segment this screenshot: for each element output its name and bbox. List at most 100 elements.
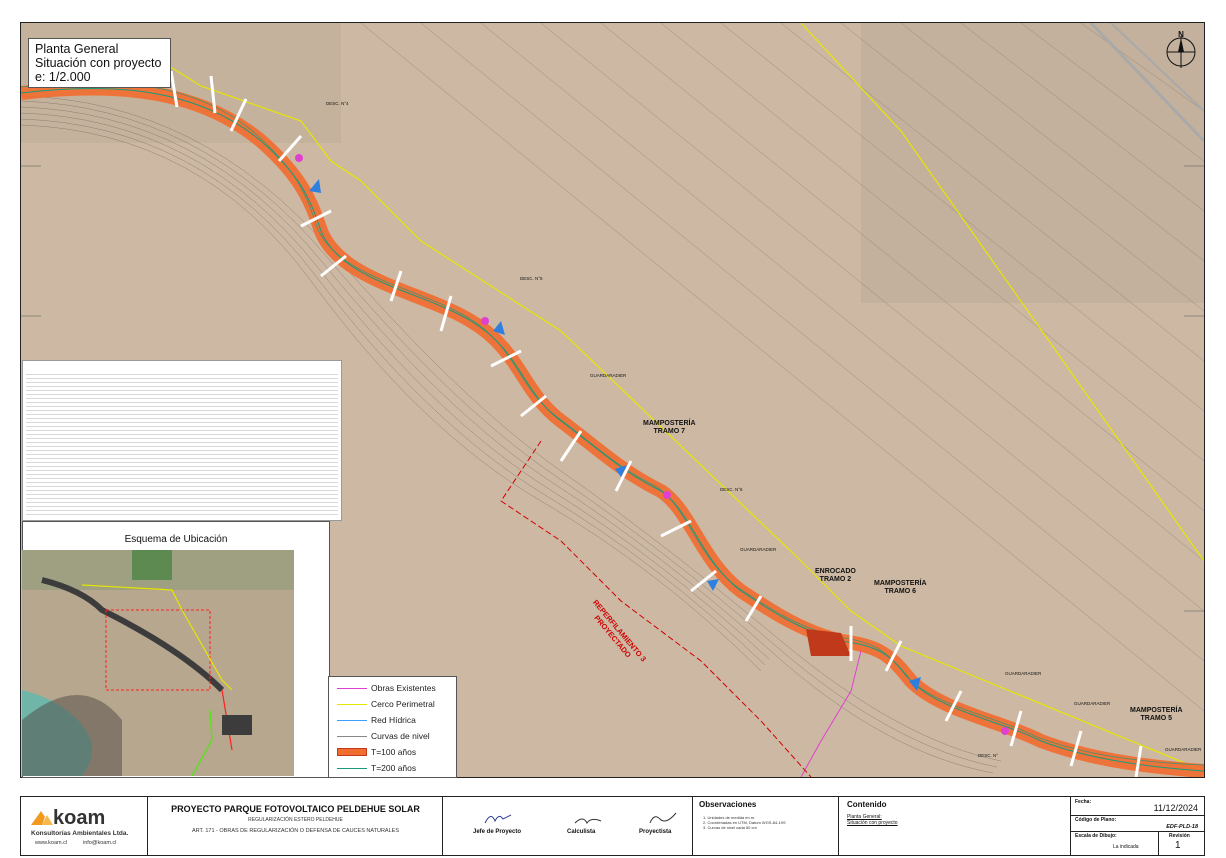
label-line: MAMPOSTERÍA [1130, 707, 1183, 714]
revision-value: 1 [1175, 840, 1181, 851]
code-value: EDF-PLD-18 [1166, 824, 1198, 830]
content-title: Contenido [847, 800, 887, 809]
company-subtitle: Konsultorías Ambientales Ltda. [31, 830, 129, 837]
signature-1-icon [484, 814, 512, 824]
label-desc-6: DESC. N°6 [720, 487, 743, 492]
plan-title-line: Planta General [35, 42, 119, 56]
content-cell: Contenido Planta General: Situación con … [839, 797, 1071, 855]
legend-item-contours: Curvas de nivel [337, 730, 430, 742]
code-label: Código de Plano: [1075, 817, 1117, 823]
legend-swatch [337, 748, 367, 756]
divider [1158, 831, 1159, 855]
fence-line-east [800, 23, 1204, 562]
label-guardaradier-2: GUARDARADIER [740, 547, 777, 552]
project-cell: PROYECTO PARQUE FOTOVOLTAICO PELDEHUE SO… [148, 797, 443, 855]
existing-works-points [295, 154, 1009, 735]
label-desc: DESC. N° [978, 753, 999, 758]
observation-line: 3. Curvas de nivel cada 50 cm [703, 825, 757, 830]
legend-label: Cerco Perimetral [371, 699, 435, 709]
legend-item-t200: T=200 años [337, 762, 416, 774]
observation-line: 2. Coordenadas en UTM, Datum WGS-84-19S [703, 820, 786, 825]
label-guardaradier-3: GUARDARADIER [1005, 671, 1042, 676]
signatures-cell: Jefe de Proyecto Calculista Proyectista [443, 797, 693, 855]
revision-label: Revisión [1169, 833, 1190, 839]
coordinates-table [22, 360, 342, 521]
label-mamposteria-7: MAMPOSTERÍA TRAMO 7 [643, 420, 696, 436]
company-web: www.koam.cl [35, 840, 68, 846]
label-guardaradier-4: GUARDARADIER [1074, 701, 1111, 706]
north-label: N [1178, 30, 1184, 39]
divider [1071, 831, 1204, 832]
company-logo-icon [31, 811, 53, 825]
label-line: TRAMO 5 [1140, 715, 1173, 722]
label-line: ENROCADO [815, 568, 856, 575]
signature-2-icon [574, 818, 602, 824]
content-line: Situación con proyecto [847, 820, 898, 826]
plan-title-line: Situación con proyecto [35, 56, 162, 70]
label-guardaradier-1: GUARDARADIER [590, 373, 627, 378]
label-line: MAMPOSTERÍA [643, 420, 696, 427]
date-value: 11/12/2024 [1153, 803, 1198, 813]
north-arrow-icon: N [1166, 30, 1196, 68]
divider [1071, 815, 1204, 816]
label-mamposteria-6: MAMPOSTERÍA TRAMO 6 [874, 580, 927, 596]
contour-bundle [21, 95, 1002, 774]
label-line: TRAMO 7 [653, 428, 686, 435]
role-designer: Proyectista [639, 829, 672, 835]
road [1089, 23, 1204, 143]
signature-3-icon [649, 812, 677, 824]
scale-label: Escala de Dibujo: [1075, 833, 1117, 839]
map-legend: Obras Existentes Cerco Perimetral Red Hí… [328, 676, 457, 778]
observation-line: 1. Unidades de medida en m. [703, 815, 756, 820]
terrain-patch [861, 23, 1204, 303]
label-guardaradier-5: GUARDARADIER [1165, 747, 1202, 752]
legend-label: T=200 años [371, 763, 417, 773]
legend-swatch [337, 700, 367, 708]
legend-swatch [337, 684, 367, 692]
legend-label: Obras Existentes [371, 683, 436, 693]
label-line: MAMPOSTERÍA [874, 580, 927, 587]
section-marks [169, 70, 1143, 777]
role-calculist: Calculista [567, 829, 596, 835]
project-title: PROYECTO PARQUE FOTOVOLTAICO PELDEHUE SO… [171, 804, 420, 814]
scale-value: La indicada [1113, 844, 1139, 850]
legend-item-existing-works: Obras Existentes [337, 682, 436, 694]
metadata-cell: Fecha: 11/12/2024 Código de Plano: EDF-P… [1071, 797, 1204, 855]
grid-ticks [21, 165, 1204, 612]
coordinates-table-rows [26, 371, 338, 517]
project-article: ART. 171 - OBRAS DE REGULARIZACIÓN O DEF… [191, 828, 399, 834]
legend-swatch [337, 732, 367, 740]
road [1110, 23, 1204, 112]
company-mail: info@koam.cl [83, 840, 117, 846]
label-desc-5: DESC. N°5 [520, 276, 543, 281]
legend-item-fence: Cerco Perimetral [337, 698, 435, 710]
company-cell: koam Konsultorías Ambientales Ltda. www.… [21, 797, 148, 855]
hydro-arrows [309, 179, 921, 691]
legend-label: T=100 años [371, 747, 417, 757]
location-sketch-map [22, 550, 294, 776]
legend-swatch [337, 764, 367, 772]
channel-edge [21, 82, 1204, 766]
title-block: koam Konsultorías Ambientales Ltda. www.… [20, 796, 1205, 856]
reperfilamiento-line [500, 440, 812, 777]
label-desc-4: DESC. N°4 [326, 101, 349, 106]
contour-lines [360, 23, 1204, 712]
project-subtitle: REGULARIZACIÓN ESTERO PELDEHUE [248, 817, 343, 823]
observations-title: Observaciones [699, 800, 757, 809]
company-name: koam [53, 807, 106, 829]
legend-label: Curvas de nivel [371, 731, 430, 741]
role-project-lead: Jefe de Proyecto [473, 829, 522, 835]
plan-title-box: Planta General Situación con proyecto e:… [28, 38, 171, 88]
legend-label: Red Hídrica [371, 715, 416, 725]
label-line: TRAMO 6 [884, 588, 917, 595]
legend-item-hydro: Red Hídrica [337, 714, 416, 726]
existing-works-line [800, 650, 862, 777]
label-mamposteria-5: MAMPOSTERÍA TRAMO 5 [1130, 707, 1183, 723]
label-enrocado-2: ENROCADO TRAMO 2 [815, 568, 856, 584]
location-sketch-title: Esquema de Ubicación [124, 534, 228, 545]
label-line: TRAMO 2 [819, 576, 852, 583]
content-line: Planta General: [847, 814, 882, 820]
observations-cell: Observaciones 1. Unidades de medida en m… [693, 797, 839, 855]
enrocado-block [806, 629, 851, 656]
